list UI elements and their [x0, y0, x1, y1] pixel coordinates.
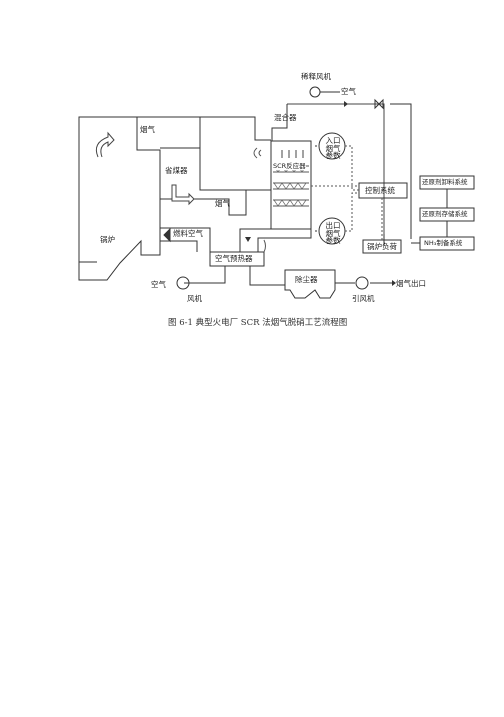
flow-arrow-economizer	[171, 184, 195, 206]
label-air-top: 空气	[341, 87, 356, 96]
label-economizer: 省煤器	[165, 166, 188, 175]
label-flue-outlet: 烟气出口	[396, 279, 426, 288]
label-boiler: 锅炉	[100, 235, 115, 244]
label-combustion-air: 燃料空气	[173, 229, 203, 238]
boiler-shape	[78, 116, 161, 281]
label-flue-gas-mid: 烟气	[215, 199, 230, 208]
label-fan: 风机	[187, 294, 202, 303]
label-id-fan: 引风机	[352, 294, 375, 303]
flow-arrow-combustion-air	[163, 227, 171, 243]
figure-caption: 图 6-1 典型火电厂 SCR 法烟气脱硝工艺流程图	[168, 318, 348, 328]
label-reductant-storage: 还原剂存储系统	[422, 210, 468, 218]
id-fan-circle	[355, 276, 369, 290]
label-boiler-load: 锅炉负荷	[367, 242, 397, 251]
label-dust-collector: 除尘器	[295, 275, 318, 284]
label-air-left: 空气	[151, 280, 166, 289]
label-mixer: 混合器	[274, 113, 297, 122]
label-control-system: 控制系统	[365, 186, 395, 195]
air-fan-circle	[176, 276, 190, 290]
label-outlet-params: 出口烟气参数	[325, 221, 341, 245]
air-preheater-box	[209, 251, 265, 267]
label-scr-reactor: SCR反应器	[273, 162, 306, 170]
label-dilution-fan: 稀释风机	[301, 72, 331, 81]
valve-symbol	[374, 98, 384, 110]
scr-reactor-box	[270, 140, 312, 230]
flow-arrow-boiler	[95, 131, 115, 158]
label-inlet-params: 入口烟气参数	[325, 136, 341, 160]
label-air-preheater: 空气预热器	[215, 254, 253, 263]
label-reductant-unloading: 还原剂卸料系统	[422, 178, 468, 186]
dilution-fan-circle	[309, 86, 321, 98]
label-nh3-prep: NH₃制备系统	[424, 239, 463, 247]
label-flue-gas-top: 烟气	[140, 125, 155, 134]
